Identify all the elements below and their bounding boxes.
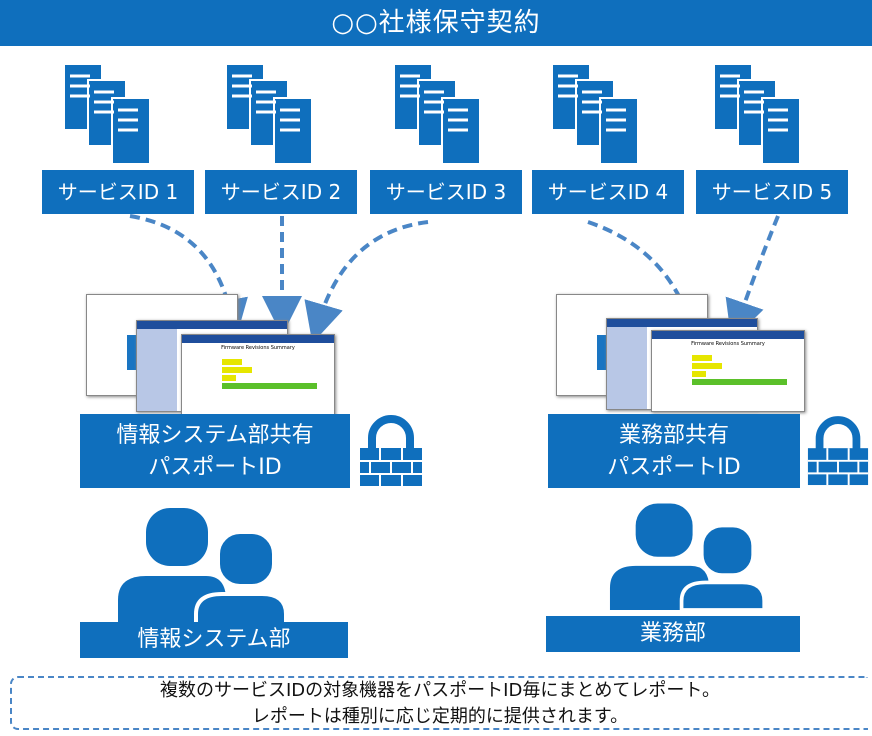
arrow-service-3 [304,220,429,344]
arrow-service-5 [725,215,780,341]
summary-note-line1: 複数のサービスIDの対象機器をパスポートID毎にまとめてレポート。 [160,680,720,701]
group-label-info-systems: 情報システム部 [80,622,348,658]
report-thumbnail-title: Firmware Revisions Summary [221,345,295,351]
summary-note: 複数のサービスIDの対象機器をパスポートID毎にまとめてレポート。 レポートは種… [10,676,868,730]
lock-firewall-icon [807,416,869,486]
group-label-business: 業務部 [546,616,800,652]
report-thumbnail-title: Firmware Revisions Summary [691,341,765,347]
server-icon [713,63,801,165]
summary-note-line2: レポートは種別に応じ定期的に提供されます。 [251,706,629,727]
service-id-5-label: サービスID 5 [696,170,848,214]
passport-box-info-systems: 情報システム部共有 パスポートID [80,414,350,488]
server-icon [225,63,313,165]
lock-firewall-icon [360,415,422,486]
contract-title-banner: ○○社様保守契約 [0,0,872,46]
server-icon [393,63,481,165]
passport-line1: 業務部共有 [618,423,729,448]
people-group-icon [118,508,288,626]
server-icon [63,63,151,165]
service-id-4-label: サービスID 4 [532,170,684,214]
server-icon [551,63,639,165]
service-id-2-label: サービスID 2 [205,170,357,214]
service-id-3-label: サービスID 3 [370,170,522,214]
passport-line2: パスポートID [607,455,741,480]
passport-box-business: 業務部共有 パスポートID [548,414,800,488]
people-group-icon [609,503,767,612]
service-id-1-label: サービスID 1 [42,170,194,214]
passport-line1: 情報システム部共有 [116,423,314,448]
passport-line2: パスポートID [148,455,282,480]
report-thumbnail-stack: Firmware Revisions Summary [86,294,336,416]
report-thumbnail-stack: Firmware Revisions Summary [556,294,806,414]
